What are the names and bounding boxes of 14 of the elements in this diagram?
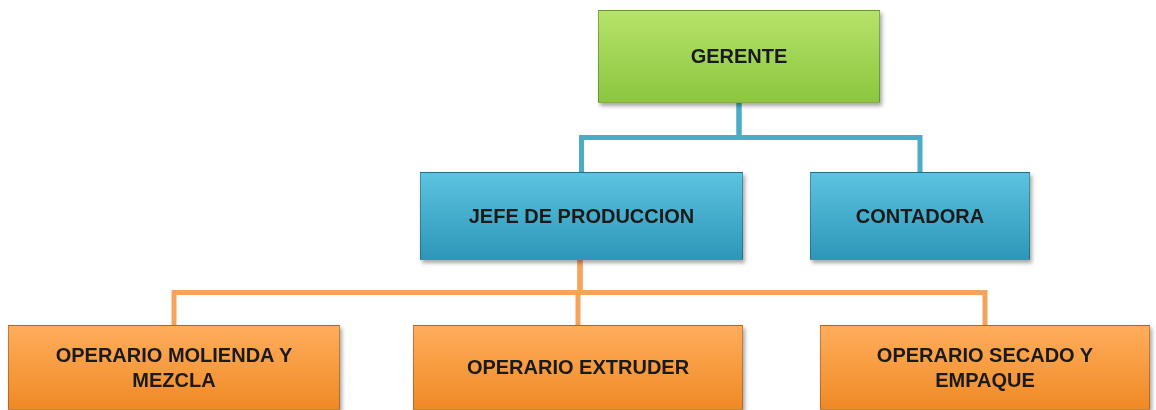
role-title: OPERARIO SECADO Y EMPAQUE	[875, 342, 1095, 393]
org-chart-box	[413, 325, 743, 410]
role-title: OPERARIO MOLIENDA Y MEZCLA	[54, 342, 294, 393]
role-title: GERENTE	[689, 44, 789, 69]
org-chart-box	[598, 10, 880, 103]
org-chart-box	[420, 172, 743, 260]
role-title: OPERARIO EXTRUDER	[465, 355, 691, 380]
connector-line	[736, 103, 923, 172]
org-chart-box	[820, 325, 1150, 410]
org-chart-box	[8, 325, 340, 410]
org-chart-box	[810, 172, 1030, 260]
connector-line	[577, 260, 988, 325]
role-title: CONTADORA	[854, 203, 986, 229]
role-title: JEFE DE PRODUCCION	[467, 203, 696, 229]
